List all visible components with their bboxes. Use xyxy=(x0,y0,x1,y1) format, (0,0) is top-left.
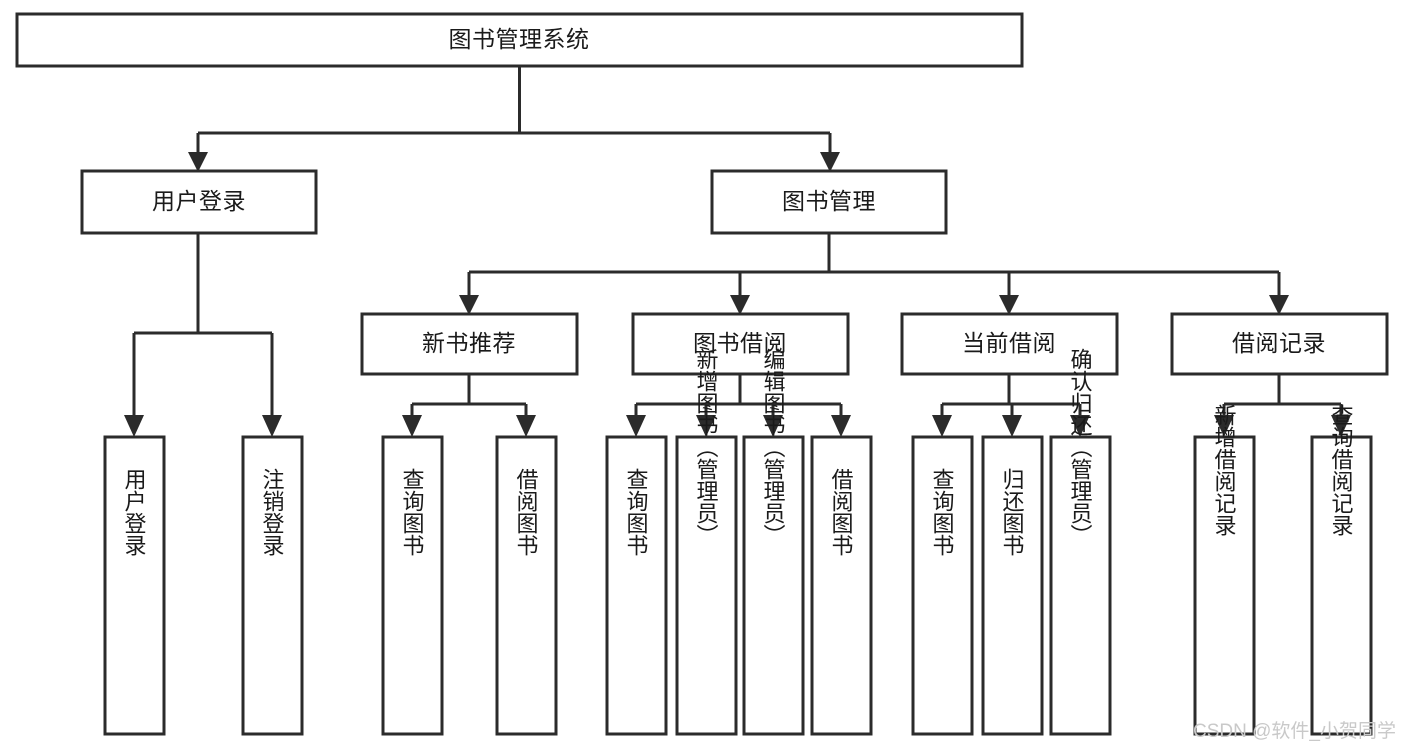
leaf-confirm-return-box[interactable] xyxy=(1049,435,1112,736)
leaf-logout-login-label: 注销登录 xyxy=(260,468,285,556)
borrow-record-box[interactable] xyxy=(1170,312,1389,376)
arrow-to-leaf-user-login xyxy=(124,415,144,437)
connector-bookmanage-to-level2 xyxy=(467,233,1281,297)
arrow-to-leaf-query-book-3 xyxy=(932,415,952,437)
arrow-to-leaf-return-book xyxy=(1002,415,1022,437)
connector-bookborrow-to-leaves xyxy=(634,375,843,417)
root-label: 图书管理系统 xyxy=(449,26,590,52)
leaf-confirm-return[interactable]: 确认归还（管理员） xyxy=(1049,348,1112,736)
leaf-query-record-label: 查询借阅记录 xyxy=(1329,404,1354,536)
arrow-to-leaf-query-book-1 xyxy=(402,415,422,437)
leaf-query-book-2[interactable]: 查询图书 xyxy=(605,435,668,736)
arrow-to-book-manage xyxy=(820,152,840,172)
leaf-borrow-book-1-label: 借阅图书 xyxy=(514,468,539,556)
leaf-borrow-book-2-box[interactable] xyxy=(810,435,873,736)
node-book-manage[interactable]: 图书管理 xyxy=(710,169,948,235)
leaf-query-book-2-box[interactable] xyxy=(605,435,668,736)
arrow-to-leaf-query-record xyxy=(1331,415,1351,437)
user-login-box[interactable] xyxy=(80,169,318,235)
arrow-to-leaf-borrow-book-1 xyxy=(516,415,536,437)
leaf-query-book-3[interactable]: 查询图书 xyxy=(911,435,974,736)
arrow-to-user-login xyxy=(188,152,208,172)
current-borrow-label: 当前借阅 xyxy=(962,330,1056,356)
leaf-query-book-1-box[interactable] xyxy=(381,435,444,736)
leaf-add-record-label: 新增借阅记录 xyxy=(1212,404,1237,536)
leaf-borrow-book-2-label: 借阅图书 xyxy=(829,468,854,556)
leaf-return-book-label: 归还图书 xyxy=(1000,468,1025,556)
connector-userlogin-to-leaves xyxy=(132,233,274,417)
node-user-login[interactable]: 用户登录 xyxy=(80,169,318,235)
leaf-logout-login[interactable]: 注销登录 xyxy=(241,435,304,736)
arrow-to-leaf-borrow-book-2 xyxy=(831,415,851,437)
leaf-borrow-book-1-box[interactable] xyxy=(495,435,558,736)
leaf-query-book-2-label: 查询图书 xyxy=(624,468,649,556)
leaf-borrow-book-2[interactable]: 借阅图书 xyxy=(810,435,873,736)
leaf-query-book-1[interactable]: 查询图书 xyxy=(381,435,444,736)
arrow-to-new-book-recommend xyxy=(459,295,479,315)
leaf-user-login[interactable]: 用户登录 xyxy=(103,435,166,736)
book-manage-box[interactable] xyxy=(710,169,948,235)
leaf-add-book-box[interactable] xyxy=(675,435,738,736)
leaf-query-book-1-label: 查询图书 xyxy=(400,468,425,556)
arrow-to-borrow-record xyxy=(1269,295,1289,315)
leaf-edit-book-box[interactable] xyxy=(742,435,805,736)
arrow-to-book-borrow xyxy=(730,295,750,315)
arrow-to-leaf-logout-login xyxy=(262,415,282,437)
connector-currentborrow-to-leaves xyxy=(940,375,1082,417)
leaf-add-record[interactable]: 新增借阅记录 xyxy=(1193,404,1256,736)
leaf-edit-book-label: 编辑图书（管理员） xyxy=(761,348,786,546)
connector-layer xyxy=(132,66,1343,417)
connector-newbook-to-leaves xyxy=(410,375,528,417)
leaf-query-record-box[interactable] xyxy=(1310,435,1373,736)
leaf-add-book-label: 新增图书（管理员） xyxy=(694,348,719,546)
node-new-book-recommend[interactable]: 新书推荐 xyxy=(360,312,579,376)
leaf-query-book-3-box[interactable] xyxy=(911,435,974,736)
arrow-to-leaf-confirm-return xyxy=(1070,415,1090,437)
leaf-logout-login-box[interactable] xyxy=(241,435,304,736)
leaf-add-book[interactable]: 新增图书（管理员） xyxy=(675,348,738,736)
arrow-to-leaf-add-record xyxy=(1214,415,1234,437)
node-borrow-record[interactable]: 借阅记录 xyxy=(1170,312,1389,376)
arrowhead-layer xyxy=(124,152,1351,437)
leaf-user-login-box[interactable] xyxy=(103,435,166,736)
leaf-return-book-box[interactable] xyxy=(981,435,1044,736)
root-box[interactable] xyxy=(15,12,1024,68)
leaf-edit-book[interactable]: 编辑图书（管理员） xyxy=(742,348,805,736)
leaf-confirm-return-label: 确认归还（管理员） xyxy=(1068,348,1093,546)
node-book-borrow[interactable]: 图书借阅 xyxy=(631,312,850,376)
leaf-query-book-3-label: 查询图书 xyxy=(930,468,955,556)
arrow-to-leaf-add-book xyxy=(696,415,716,437)
arrow-to-current-borrow xyxy=(999,295,1019,315)
user-login-label: 用户登录 xyxy=(152,188,246,214)
node-current-borrow[interactable]: 当前借阅 xyxy=(900,312,1119,376)
csdn-watermark: CSDN @软件_小贺同学 xyxy=(1193,720,1396,742)
new-book-recommend-box[interactable] xyxy=(360,312,579,376)
arrow-to-leaf-query-book-2 xyxy=(626,415,646,437)
book-borrow-box[interactable] xyxy=(631,312,850,376)
borrow-record-label: 借阅记录 xyxy=(1232,330,1326,356)
leaf-query-record[interactable]: 查询借阅记录 xyxy=(1310,404,1373,736)
leaf-user-login-label: 用户登录 xyxy=(122,468,147,556)
arrow-to-leaf-edit-book xyxy=(763,415,783,437)
connector-root-to-level1 xyxy=(196,66,832,154)
leaf-borrow-book-1[interactable]: 借阅图书 xyxy=(495,435,558,736)
book-borrow-label: 图书借阅 xyxy=(693,330,787,356)
new-book-recommend-label: 新书推荐 xyxy=(422,330,516,356)
leaf-return-book[interactable]: 归还图书 xyxy=(981,435,1044,736)
connector-borrowrecord-to-leaves xyxy=(1222,375,1343,417)
node-root[interactable]: 图书管理系统 xyxy=(15,12,1024,68)
current-borrow-box[interactable] xyxy=(900,312,1119,376)
leaf-add-record-box[interactable] xyxy=(1193,435,1256,736)
book-manage-label: 图书管理 xyxy=(782,188,876,214)
